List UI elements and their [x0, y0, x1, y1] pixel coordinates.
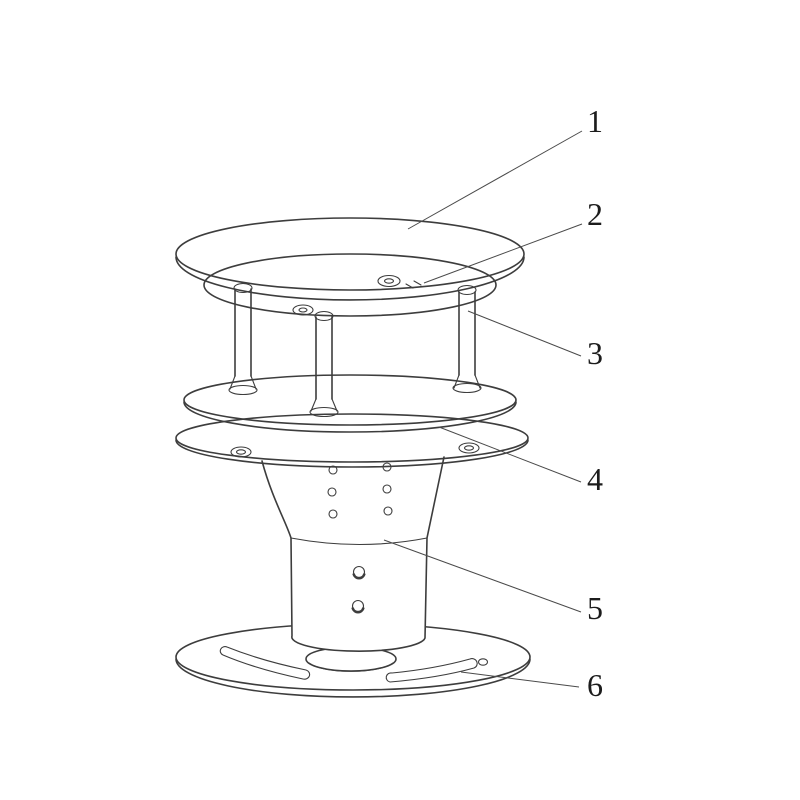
lower-plate-face: [175, 413, 529, 463]
flange-small-hole: [477, 658, 489, 666]
post-foot-base: [452, 382, 482, 394]
post-socket-middle: [314, 310, 334, 322]
cap-top-face: [175, 217, 525, 291]
post-foot-base: [309, 406, 339, 418]
callouts: 1 2 3 4 5 6: [383, 103, 603, 703]
top-cap: [175, 217, 525, 322]
post-socket-left: [233, 282, 253, 294]
plate-tab-hole-left-inner: [235, 449, 247, 455]
leader-line-4: [438, 426, 582, 483]
plate-tab-hole-right-inner: [463, 445, 475, 451]
cap-underside-plate: [203, 253, 497, 317]
support-post-left: [228, 288, 258, 396]
body-screw-hole-shadow: [351, 607, 365, 614]
flange-rim: [175, 658, 531, 698]
callout-label-3: 3: [587, 335, 603, 371]
callout-label-6: 6: [587, 667, 603, 703]
flange-slot-right: [385, 658, 478, 683]
lower-plate-rim: [175, 439, 529, 468]
post-foot-flare: [310, 398, 338, 412]
transducer-detail-2: [292, 304, 314, 316]
sensor-body: [261, 456, 445, 652]
support-post-middle: [309, 316, 339, 418]
transducer-inner: [383, 278, 395, 284]
body-vent-hole: [328, 465, 338, 475]
body-vent-hole: [383, 506, 393, 516]
plate-tab-hole-right: [458, 442, 480, 454]
body-vent-hole: [328, 509, 338, 519]
leader-line-2: [423, 223, 583, 284]
transducer-inner: [298, 307, 308, 313]
post-foot-base: [228, 384, 258, 396]
body-screw-hole-shadow: [352, 573, 366, 580]
body-vent-hole: [382, 484, 392, 494]
upper-plate-rim: [183, 401, 517, 433]
leader-line-3: [467, 310, 582, 357]
body-outline: [261, 456, 445, 652]
callout-label-5: 5: [587, 590, 603, 626]
body-vent-hole: [327, 487, 337, 497]
post-socket-right: [457, 284, 477, 296]
cap-rim: [175, 256, 525, 301]
post-foot-flare: [229, 375, 257, 390]
body-seam: [290, 537, 428, 546]
transducer-detail: [377, 274, 422, 289]
leader-line-5: [383, 539, 582, 613]
support-posts: [228, 288, 482, 418]
callout-label-1: 1: [587, 103, 603, 139]
transducer-outer: [292, 304, 314, 316]
support-post-right: [452, 291, 482, 394]
plate-tab-hole-left: [230, 446, 252, 458]
detail-tick-marks: [405, 280, 422, 289]
flange-slot-left: [219, 646, 311, 680]
leader-line-1: [407, 130, 583, 230]
flange-center-hole-depth: [308, 662, 394, 672]
callout-label-2: 2: [587, 196, 603, 232]
reflector-plates: [175, 374, 529, 468]
callout-label-4: 4: [587, 461, 603, 497]
transducer-outer: [377, 274, 401, 288]
leader-line-6: [460, 671, 580, 688]
upper-plate-face: [183, 374, 517, 426]
